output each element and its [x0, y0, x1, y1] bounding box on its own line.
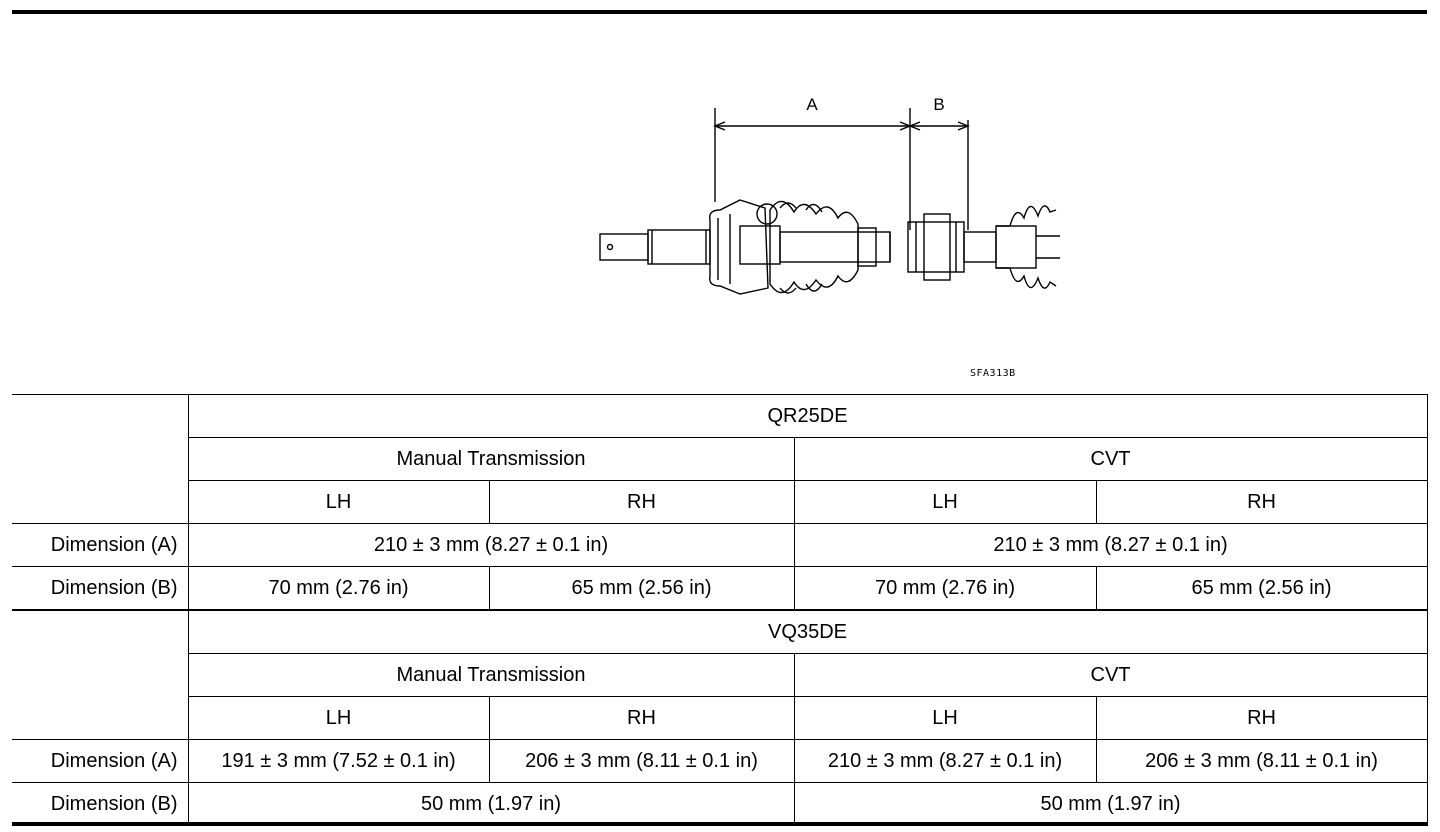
label-a: A: [806, 95, 818, 114]
engine-row-qr25de: QR25DE: [12, 394, 1428, 524]
group-header-manual: Manual Transmission: [187, 653, 795, 697]
value-cell: 65 mm (2.56 in): [1095, 566, 1428, 611]
side-row: LH RH LH RH: [12, 480, 1428, 524]
side-row: LH RH LH RH: [12, 696, 1428, 740]
side-header-lh: LH: [793, 696, 1097, 740]
row-label: Dimension (A): [12, 739, 189, 783]
value-cell: 206 ± 3 mm (8.11 ± 0.1 in): [1095, 739, 1428, 783]
blank-cell: [12, 394, 189, 524]
value-cell: 210 ± 3 mm (8.27 ± 0.1 in): [793, 739, 1097, 783]
group-header-cvt: CVT: [793, 437, 1428, 481]
engine-row-vq35de: VQ35DE: [12, 609, 1428, 740]
value-cell: 70 mm (2.76 in): [187, 566, 490, 611]
side-header-lh: LH: [187, 696, 490, 740]
engine-header: VQ35DE: [187, 609, 1428, 654]
figure-code: SFA313B: [970, 368, 1016, 379]
dimension-a-row: Dimension (A) 191 ± 3 mm (7.52 ± 0.1 in)…: [12, 739, 1428, 783]
row-label: Dimension (B): [12, 782, 189, 826]
drive-shaft-diagram: A B: [599, 95, 1060, 295]
group-row: Manual Transmission CVT: [12, 437, 1428, 481]
side-header-rh: RH: [488, 480, 795, 524]
value-cell: 191 ± 3 mm (7.52 ± 0.1 in): [187, 739, 490, 783]
label-b: B: [933, 95, 944, 114]
group-header-manual: Manual Transmission: [187, 437, 795, 481]
bottom-rule: [12, 822, 1427, 826]
side-header-lh: LH: [793, 480, 1097, 524]
side-header-rh: RH: [1095, 696, 1428, 740]
dimension-table: QR25DE Manual Transmission CVT LH RH LH …: [12, 394, 1428, 826]
engine-header: QR25DE: [187, 394, 1428, 438]
side-header-rh: RH: [1095, 480, 1428, 524]
blank-cell: [12, 609, 189, 740]
side-header-lh: LH: [187, 480, 490, 524]
side-header-rh: RH: [488, 696, 795, 740]
row-label: Dimension (B): [12, 566, 189, 611]
dimension-a-row: Dimension (A) 210 ± 3 mm (8.27 ± 0.1 in)…: [12, 523, 1428, 567]
group-row: Manual Transmission CVT: [12, 653, 1428, 697]
value-cell: 210 ± 3 mm (8.27 ± 0.1 in): [187, 523, 795, 567]
top-rule: [12, 10, 1427, 14]
value-cell: 206 ± 3 mm (8.11 ± 0.1 in): [488, 739, 795, 783]
row-label: Dimension (A): [12, 523, 189, 567]
value-cell: 50 mm (1.97 in): [187, 782, 795, 826]
dimension-b-row: Dimension (B) 70 mm (2.76 in) 65 mm (2.5…: [12, 566, 1428, 611]
value-cell: 70 mm (2.76 in): [793, 566, 1097, 611]
value-cell: 65 mm (2.56 in): [488, 566, 795, 611]
group-header-cvt: CVT: [793, 653, 1428, 697]
dimension-b-row: Dimension (B) 50 mm (1.97 in) 50 mm (1.9…: [12, 782, 1428, 826]
value-cell: 50 mm (1.97 in): [793, 782, 1428, 826]
value-cell: 210 ± 3 mm (8.27 ± 0.1 in): [793, 523, 1428, 567]
